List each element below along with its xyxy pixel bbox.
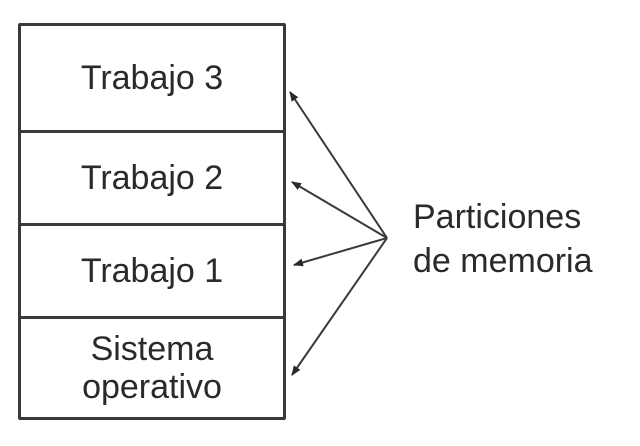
arrow-to-trabajo-1 [293,237,388,267]
arrow-to-trabajo-3 [289,91,388,239]
callout-line2: de memoria [413,242,593,280]
callout-label: Particiones de memoria [413,195,593,283]
partition-label-line1: Sistema [90,330,214,368]
memory-block: Trabajo 3 Trabajo 2 Trabajo 1 Sistema op… [18,23,286,420]
partition-sistema-operativo: Sistema operativo [21,319,283,417]
partition-divider [21,316,283,319]
partition-trabajo-3: Trabajo 3 [21,26,283,130]
partition-trabajo-1: Trabajo 1 [21,226,283,316]
arrow-to-sistema-operativo [291,237,388,376]
partition-label: Trabajo 3 [80,59,224,97]
partition-label: Trabajo 1 [80,252,224,290]
partition-label: Trabajo 2 [80,159,224,197]
partition-divider [21,223,283,226]
callout-line1: Particiones [413,198,582,236]
partition-divider [21,130,283,133]
arrow-to-trabajo-2 [291,181,388,239]
partition-trabajo-2: Trabajo 2 [21,133,283,223]
partition-label-line2: operativo [82,368,222,406]
